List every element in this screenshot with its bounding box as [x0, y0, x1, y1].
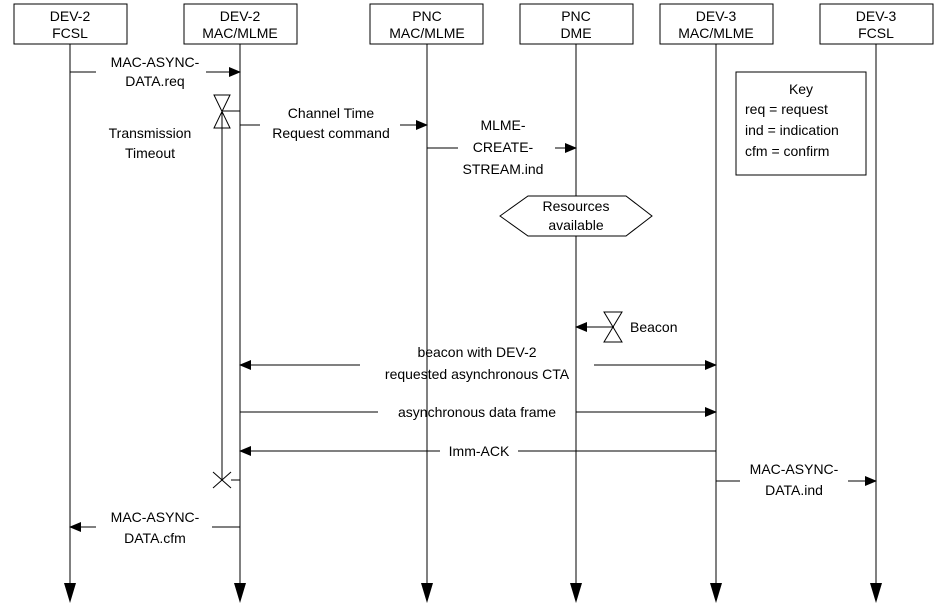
entity-label-line2: FCSL	[858, 25, 894, 41]
timeout-label-line2: Timeout	[125, 145, 175, 161]
key-line: cfm = confirm	[745, 143, 829, 159]
lifelines	[69, 44, 877, 590]
entity-dev2-mac: DEV-2 MAC/MLME	[183, 3, 298, 45]
msg-beacon-cta: beacon with DEV-2 requested asynchronous…	[239, 344, 717, 382]
condition-label-line1: Resources	[543, 198, 610, 214]
msg-label-line2: DATA.ind	[765, 482, 823, 498]
entity-label-line1: DEV-2	[50, 8, 91, 24]
entity-label-line1: PNC	[561, 8, 591, 24]
lifeline-end-arrow	[710, 583, 722, 603]
msg-label-line2: DATA.req	[125, 73, 184, 89]
msg-mlme-create-stream: MLME- CREATE- STREAM.ind	[427, 117, 577, 177]
key-line: req = request	[745, 101, 828, 117]
lifeline-end-arrow	[421, 583, 433, 603]
entity-label-line2: MAC/MLME	[202, 25, 277, 41]
msg-async-data-req: MAC-ASYNC- DATA.req	[70, 54, 241, 89]
lifeline-end-arrow	[64, 583, 76, 603]
entity-dev3-mac: DEV-3 MAC/MLME	[659, 3, 774, 45]
msg-label-line1: beacon with DEV-2	[417, 344, 536, 360]
entity-label-line2: DME	[560, 25, 591, 41]
lifeline-end-arrow	[870, 583, 882, 603]
msg-label: Imm-ACK	[449, 443, 510, 459]
msg-label-line2: Request command	[272, 125, 390, 141]
msg-async-data-ind: MAC-ASYNC- DATA.ind	[716, 461, 877, 498]
msg-label-line1: MAC-ASYNC-	[750, 461, 839, 477]
msg-label-line2: DATA.cfm	[124, 530, 186, 546]
transmission-timeout-timer: Transmission Timeout	[109, 94, 240, 489]
entity-pnc-mac: PNC MAC/MLME	[369, 3, 484, 45]
entity-dev2-fcsl: DEV-2 FCSL	[13, 3, 128, 45]
lifeline-end-arrow	[234, 583, 246, 603]
msg-label-line1: MAC-ASYNC-	[111, 509, 200, 525]
entity-label-line2: MAC/MLME	[678, 25, 753, 41]
msg-async-data-cfm: MAC-ASYNC- DATA.cfm	[69, 509, 240, 546]
key-title: Key	[789, 81, 813, 97]
entity-dev3-fcsl: DEV-3 FCSL	[819, 3, 934, 45]
entity-label-line1: DEV-3	[856, 8, 897, 24]
msg-label-line2: CREATE-	[473, 139, 534, 155]
resources-available-condition: Resources available	[499, 195, 653, 237]
entity-pnc-dme: PNC DME	[519, 3, 634, 45]
msg-channel-time-request: Channel Time Request command	[240, 105, 428, 141]
timeout-label-line1: Transmission	[109, 125, 192, 141]
msg-label-line2: requested asynchronous CTA	[385, 366, 570, 382]
msg-async-data-frame: asynchronous data frame	[240, 404, 717, 420]
lifeline-arrowheads	[64, 583, 882, 603]
msg-label: asynchronous data frame	[398, 404, 556, 420]
msg-label-line1: Channel Time	[288, 105, 375, 121]
key-line: ind = indication	[745, 122, 839, 138]
lifeline-end-arrow	[570, 583, 582, 603]
entity-label-line2: MAC/MLME	[389, 25, 464, 41]
msg-label-line3: STREAM.ind	[463, 161, 544, 177]
beacon-timer: Beacon	[575, 311, 677, 343]
entity-label-line1: DEV-2	[220, 8, 261, 24]
msg-imm-ack: Imm-ACK	[239, 443, 716, 459]
beacon-label: Beacon	[630, 319, 677, 335]
key-legend: Key req = request ind = indication cfm =…	[735, 71, 867, 176]
entity-label-line1: PNC	[412, 8, 442, 24]
entity-label-line1: DEV-3	[696, 8, 737, 24]
msg-label-line1: MLME-	[480, 117, 525, 133]
entity-label-line2: FCSL	[52, 25, 88, 41]
condition-label-line2: available	[548, 217, 603, 233]
msg-label-line1: MAC-ASYNC-	[111, 54, 200, 70]
